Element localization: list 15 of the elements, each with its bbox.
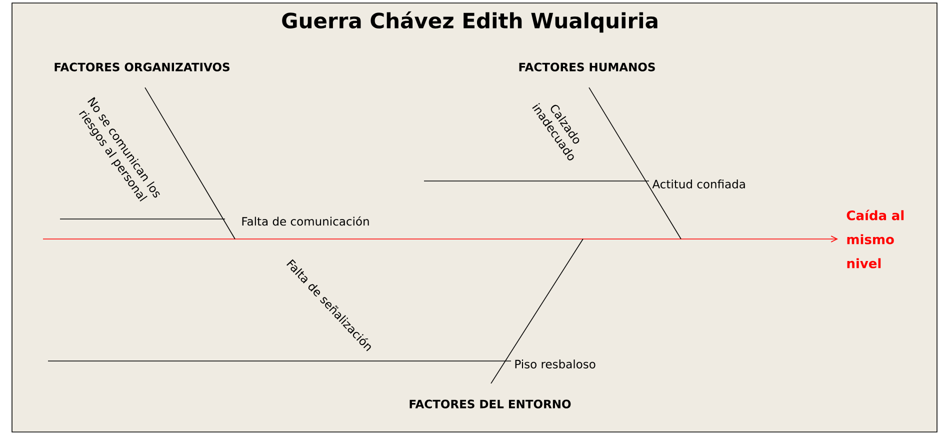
- category-label: FACTORES DEL ENTORNO: [410, 400, 571, 408]
- title: Guerra Chávez Edith Wualquiria: [282, 11, 658, 33]
- branch-line: [424, 180, 650, 182]
- branch-line: [588, 87, 682, 240]
- cause-label: Piso resbaloso: [515, 360, 596, 368]
- branch-line: [490, 238, 584, 384]
- branch-line: [60, 218, 226, 220]
- cause-label: Actitud confiada: [652, 180, 745, 188]
- branch-line: [48, 360, 512, 362]
- category-label: FACTORES HUMANOS: [519, 62, 655, 72]
- category-label: FACTORES ORGANIZATIVOS: [54, 62, 230, 72]
- effect-label: Caída al mismo nivel: [846, 210, 904, 268]
- branch-line: [144, 87, 236, 240]
- spine-arrow: [42, 236, 838, 242]
- cause-label: Falta de comunicación: [242, 216, 369, 226]
